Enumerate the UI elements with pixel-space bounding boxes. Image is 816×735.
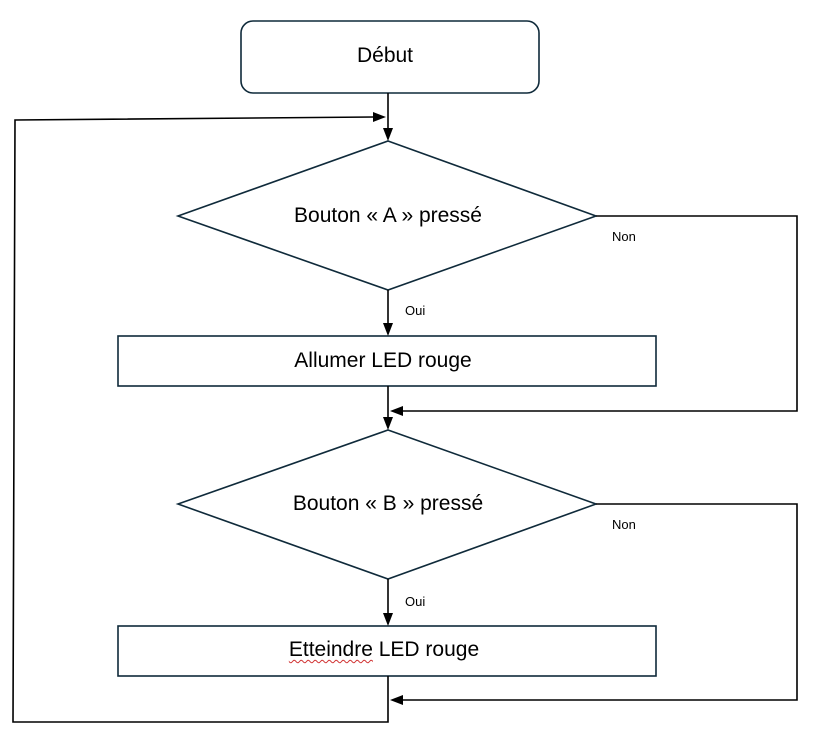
connector-decision-a-no — [400, 215, 798, 412]
arrowhead-loop-back — [373, 112, 386, 122]
action-b-label: Etteindre LED rouge — [289, 638, 479, 662]
connector-loop-back — [12, 116, 389, 723]
connector-decision-b-no — [400, 503, 798, 701]
action-b-box — [117, 625, 657, 677]
decision-a-label: Bouton « A » pressé — [294, 204, 482, 227]
decision-a-no-label: Non — [612, 229, 636, 244]
decision-b-no-label: Non — [612, 517, 636, 532]
arrowhead-decision-b-no-merge — [390, 695, 403, 705]
decision-a-yes-label: Oui — [405, 303, 426, 318]
arrowhead-into-action-b — [383, 613, 393, 626]
arrowhead-into-decision-a — [383, 128, 393, 141]
start-label: Début — [356, 44, 414, 67]
arrowhead-decision-a-no-merge — [390, 406, 403, 416]
decision-b-yes-label: Oui — [405, 594, 426, 609]
decision-b-label: Bouton « B » pressé — [292, 492, 484, 515]
action-a-box — [117, 335, 657, 387]
action-a-label: Allumer LED rouge — [294, 349, 472, 372]
action-b-word-spellcheck: Etteindre — [288, 638, 373, 661]
arrowhead-into-decision-b — [383, 417, 393, 430]
start-terminator — [240, 20, 540, 94]
arrowhead-into-action-a — [383, 323, 393, 336]
action-b-label-rest: LED rouge — [372, 638, 480, 661]
